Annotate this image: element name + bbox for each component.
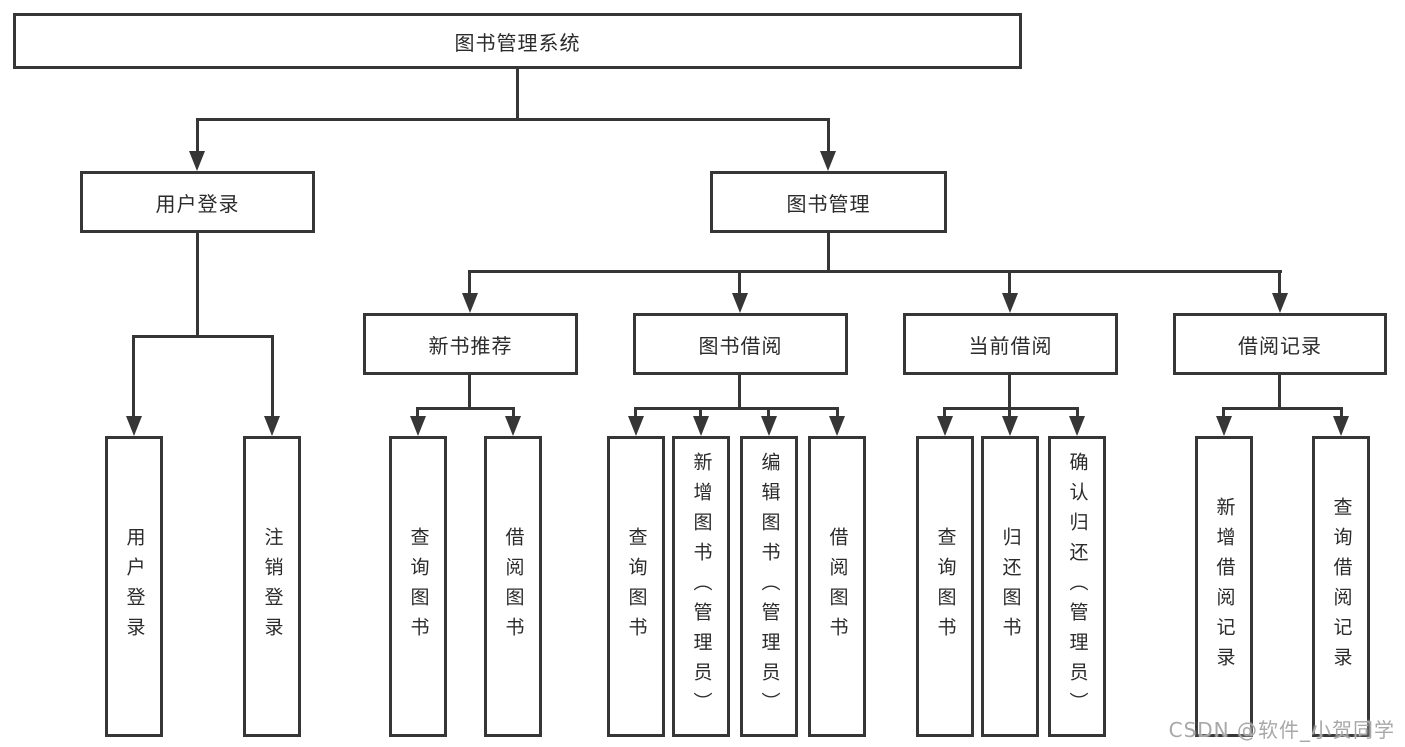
arrowhead-down-icon <box>1069 416 1085 436</box>
leaf-label: 新增借阅记录 <box>1213 496 1236 677</box>
connector-line <box>943 407 946 419</box>
csdn-watermark: CSDN @软件_小贺同学 <box>1168 718 1395 742</box>
connector-line <box>1278 375 1281 410</box>
leaf-current-borrow-3: 确认归还（管理员） <box>1048 436 1106 737</box>
leaf-label: 新增图书（管理员） <box>690 451 713 722</box>
connector-line <box>132 335 135 419</box>
arrowhead-down-icon <box>410 416 426 436</box>
arrowhead-down-icon <box>505 416 521 436</box>
leaf-new-book-1: 查询图书 <box>389 436 447 737</box>
node-borrow-record: 借阅记录 <box>1173 313 1387 375</box>
node-current-borrow: 当前借阅 <box>903 313 1118 375</box>
connector-line <box>1008 407 1011 419</box>
connector-line <box>738 270 741 296</box>
leaf-label: 查询图书 <box>407 526 430 647</box>
node-new-book-label: 新书推荐 <box>428 333 513 358</box>
arrowhead-down-icon <box>1272 293 1288 313</box>
leaf-current-borrow-1: 查询图书 <box>916 436 974 737</box>
connector-line <box>196 233 199 338</box>
connector-line <box>468 270 1282 273</box>
node-root: 图书管理系统 <box>13 13 1022 69</box>
connector-line <box>827 118 830 154</box>
connector-line <box>416 407 419 419</box>
connector-line <box>1278 270 1281 296</box>
arrowhead-down-icon <box>693 416 709 436</box>
node-user-login: 用户登录 <box>80 171 315 233</box>
arrowhead-down-icon <box>732 293 748 313</box>
arrowhead-down-icon <box>1002 416 1018 436</box>
leaf-label: 借阅图书 <box>502 526 525 647</box>
arrowhead-down-icon <box>1333 416 1349 436</box>
arrowhead-down-icon <box>628 416 644 436</box>
connector-line <box>416 407 515 410</box>
connector-line <box>1008 375 1011 410</box>
leaf-book-borrow-1: 查询图书 <box>607 436 665 737</box>
connector-line <box>1222 407 1225 419</box>
connector-line <box>271 335 274 419</box>
connector-line <box>512 407 515 419</box>
node-book-mgmt: 图书管理 <box>710 171 947 233</box>
connector-line <box>468 270 471 296</box>
connector-line <box>827 233 830 273</box>
node-root-label: 图书管理系统 <box>454 30 581 55</box>
arrowhead-down-icon <box>189 151 205 171</box>
leaf-user-login-2: 注销登录 <box>243 436 301 737</box>
leaf-book-borrow-4: 借阅图书 <box>808 436 866 737</box>
connector-line <box>1076 407 1079 419</box>
leaf-label: 查询借阅记录 <box>1330 496 1353 677</box>
arrowhead-down-icon <box>264 416 280 436</box>
leaf-new-book-2: 借阅图书 <box>484 436 542 737</box>
node-book-borrow: 图书借阅 <box>633 313 848 375</box>
leaf-book-borrow-2: 新增图书（管理员） <box>672 436 730 737</box>
node-user-login-label: 用户登录 <box>155 191 240 216</box>
connector-line <box>468 375 471 410</box>
arrowhead-down-icon <box>820 151 836 171</box>
leaf-label: 编辑图书（管理员） <box>758 451 781 722</box>
connector-line <box>1340 407 1343 419</box>
node-new-book: 新书推荐 <box>363 313 578 375</box>
leaf-label: 注销登录 <box>261 526 284 647</box>
connector-line <box>196 118 830 121</box>
leaf-book-borrow-3: 编辑图书（管理员） <box>740 436 798 737</box>
connector-line <box>132 335 274 338</box>
leaf-label: 归还图书 <box>999 526 1022 647</box>
connector-line <box>1222 407 1343 410</box>
connector-line <box>634 407 637 419</box>
arrowhead-down-icon <box>462 293 478 313</box>
arrowhead-down-icon <box>1216 416 1232 436</box>
leaf-current-borrow-2: 归还图书 <box>981 436 1039 737</box>
arrowhead-down-icon <box>1002 293 1018 313</box>
arrowhead-down-icon <box>829 416 845 436</box>
arrowhead-down-icon <box>761 416 777 436</box>
leaf-borrow-record-2: 查询借阅记录 <box>1312 436 1370 737</box>
connector-line <box>943 407 1079 410</box>
leaf-label: 查询图书 <box>934 526 957 647</box>
connector-line <box>516 69 519 121</box>
connector-line <box>699 407 702 419</box>
leaf-user-login-1: 用户登录 <box>105 436 163 737</box>
arrowhead-down-icon <box>126 416 142 436</box>
leaf-label: 借阅图书 <box>826 526 849 647</box>
node-book-mgmt-label: 图书管理 <box>786 191 871 216</box>
connector-line <box>1008 270 1011 296</box>
connector-line <box>634 407 839 410</box>
arrowhead-down-icon <box>937 416 953 436</box>
connector-line <box>738 375 741 410</box>
connector-line <box>196 118 199 154</box>
leaf-label: 确认归还（管理员） <box>1066 451 1089 722</box>
connector-line <box>767 407 770 419</box>
leaf-label: 用户登录 <box>123 526 146 647</box>
connector-line <box>836 407 839 419</box>
leaf-label: 查询图书 <box>625 526 648 647</box>
leaf-borrow-record-1: 新增借阅记录 <box>1195 436 1253 737</box>
node-borrow-record-label: 借阅记录 <box>1238 333 1322 358</box>
node-current-borrow-label: 当前借阅 <box>968 333 1053 358</box>
node-book-borrow-label: 图书借阅 <box>698 333 783 358</box>
